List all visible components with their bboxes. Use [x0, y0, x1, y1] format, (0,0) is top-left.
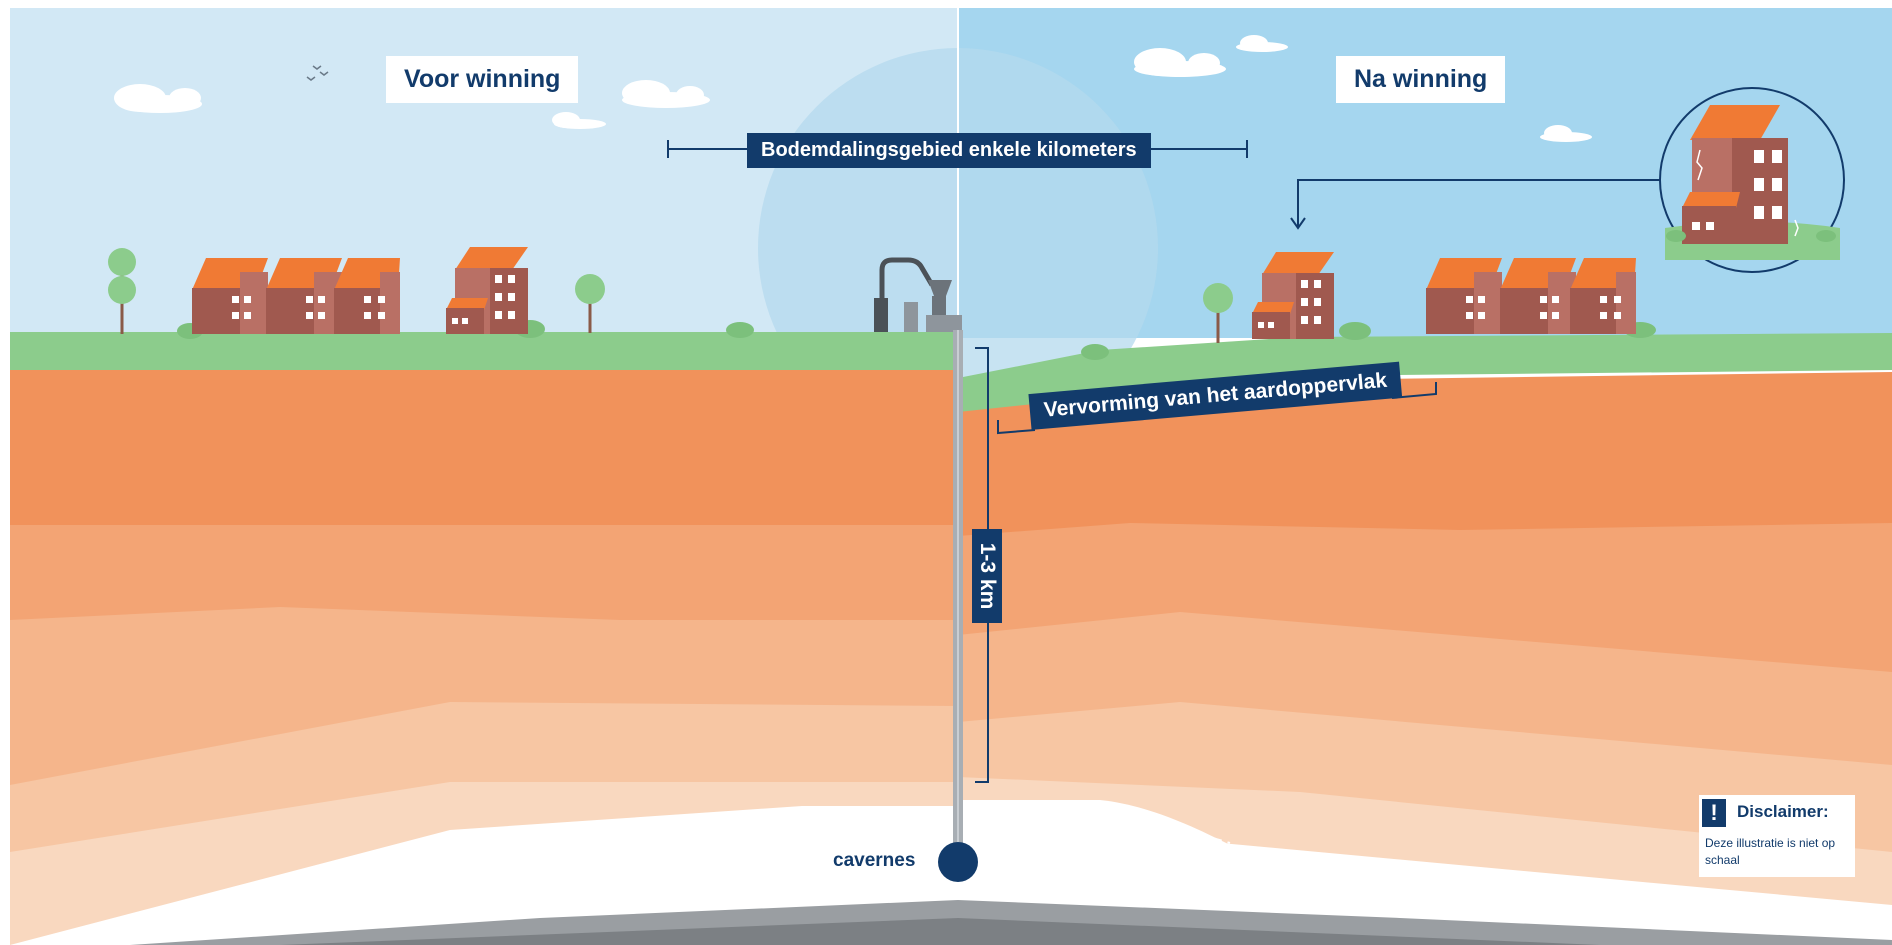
- bedrock: [280, 918, 1600, 945]
- cloud-icon: [1236, 35, 1288, 52]
- disclaimer-text: Deze illustratie is niet op schaal: [1705, 836, 1836, 867]
- cavern-icon: [938, 842, 978, 882]
- cloud-icon: [114, 84, 202, 113]
- after-label: Na winning: [1336, 56, 1506, 103]
- cloud-icon: [1134, 48, 1226, 77]
- cloud-icon: [552, 112, 606, 129]
- subsidence-area-label: Bodemdalingsgebied enkele kilometers: [747, 133, 1151, 168]
- cloud-icon: [1540, 125, 1592, 142]
- birds-icon: [306, 65, 329, 81]
- house-row-icon: [192, 258, 400, 334]
- zoom-magnifier-circle: [1659, 87, 1845, 273]
- down-arrow-icon: [1002, 818, 1084, 837]
- original-surface-dashed: [995, 802, 1231, 844]
- depth-label: 1-3 km: [972, 529, 1002, 623]
- tree-icon: [1203, 283, 1233, 343]
- drilling-rig-icon: [874, 257, 962, 332]
- before-label: Voor winning: [386, 56, 579, 103]
- cavern-void: [958, 800, 1230, 845]
- house-row-icon: [1426, 258, 1636, 334]
- exclamation-icon: !: [1702, 799, 1726, 827]
- disclaimer-box: ! Disclaimer: Deze illustratie is niet o…: [1699, 795, 1855, 877]
- grass-before: [10, 332, 958, 370]
- tree-icon: [108, 248, 136, 334]
- cloud-icon: [622, 80, 710, 108]
- callout-arrow-head: [1290, 217, 1306, 230]
- callout-arrow: [1297, 179, 1660, 226]
- tree-icon: [575, 274, 605, 333]
- apartment-building-icon: [446, 247, 528, 334]
- grass-after: [958, 333, 1892, 412]
- deformation-bracket: [997, 382, 1437, 435]
- depth-label-text: 1-3 km: [976, 542, 999, 610]
- caverns-label: cavernes: [833, 850, 916, 871]
- apartment-building-icon: [1252, 252, 1334, 339]
- disclaimer-title: Disclaimer:: [1737, 802, 1829, 821]
